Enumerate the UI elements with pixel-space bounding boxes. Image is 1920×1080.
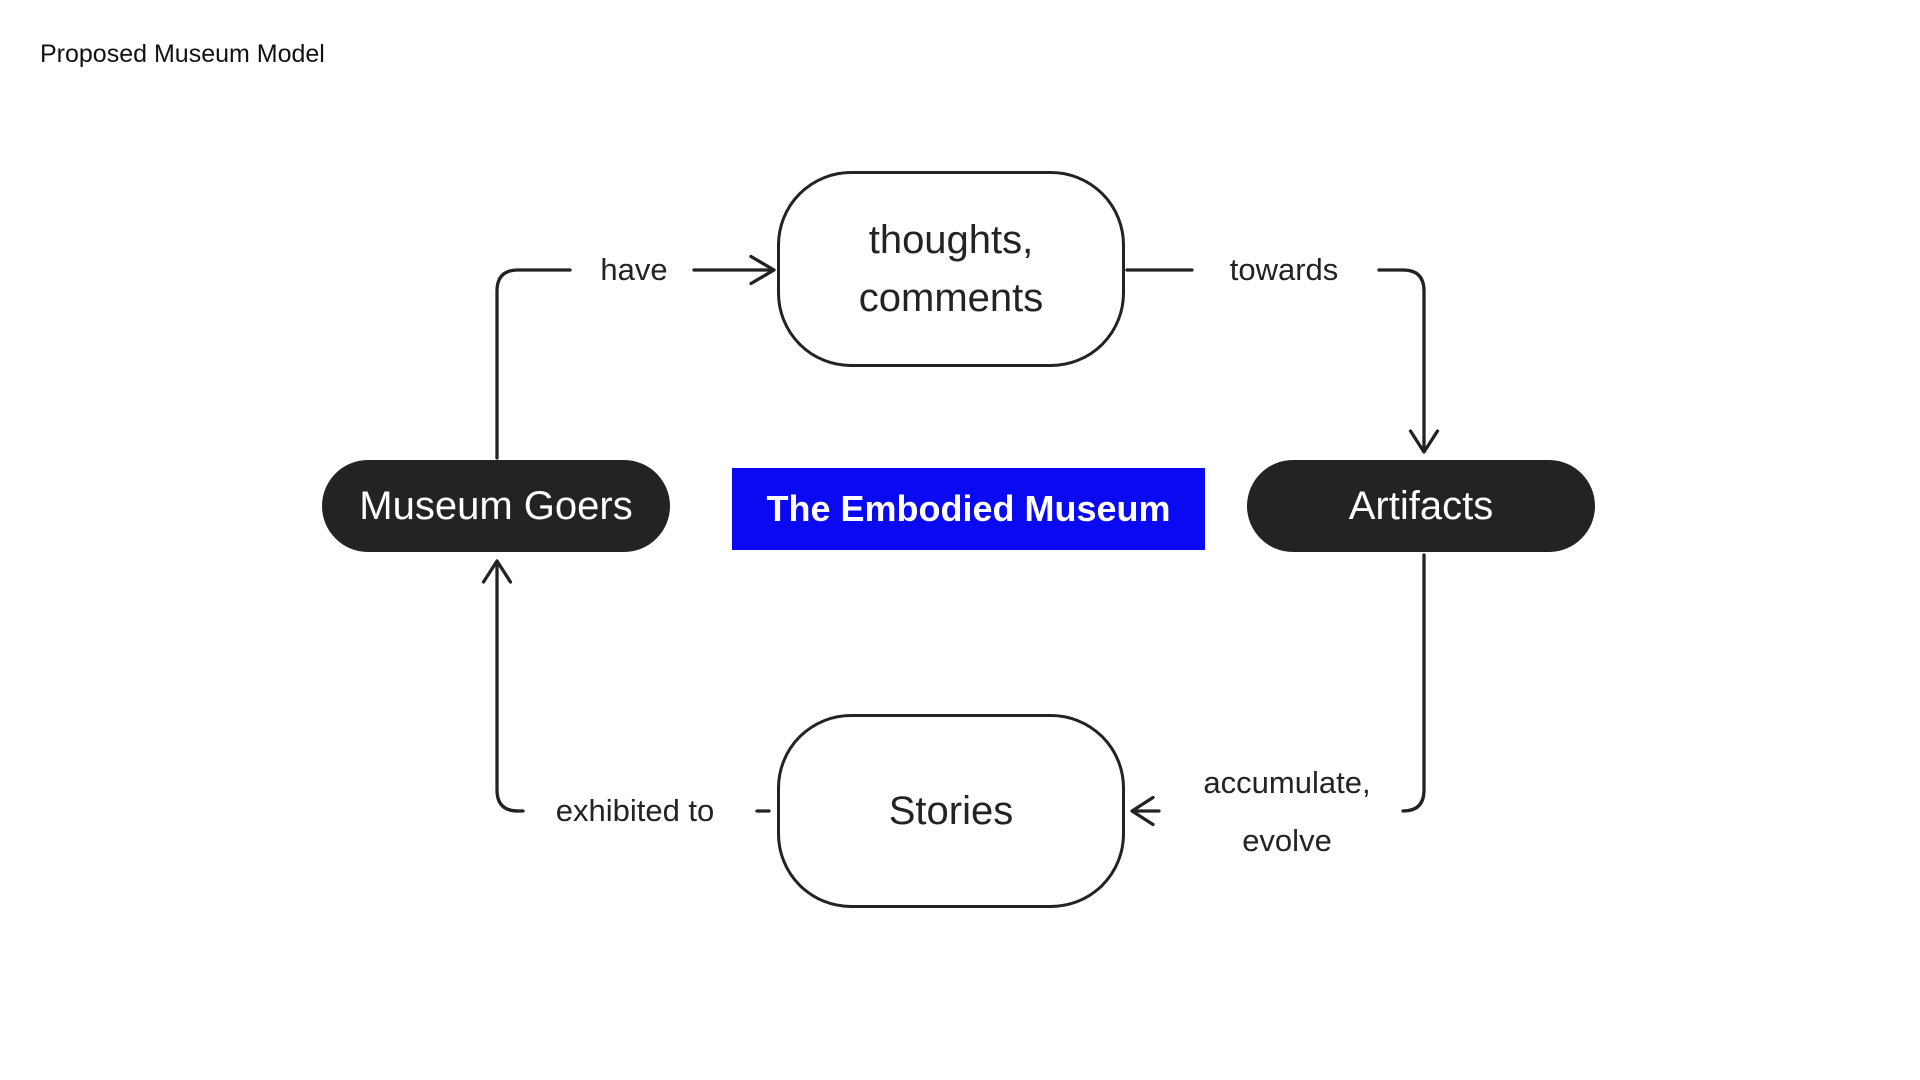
node-thoughts-comments-line1: thoughts, <box>868 218 1034 262</box>
node-stories-label: Stories <box>888 789 1014 833</box>
node-artifacts-label: Artifacts <box>1348 483 1494 528</box>
edge-label-have: have <box>600 252 668 287</box>
page-title: Proposed Museum Model <box>40 40 325 68</box>
node-thoughts-comments-line2: comments <box>858 276 1044 320</box>
center-highlight-label: The Embodied Museum <box>766 488 1171 529</box>
edge-stories-to-museumgoers-stem <box>495 564 525 813</box>
edge-label-accumulate-evolve: accumulate, evolve <box>1203 754 1370 870</box>
node-stories: Stories <box>777 714 1125 908</box>
arrowhead-up-icon <box>481 559 513 584</box>
edge-artifacts-to-stories-stem <box>1401 553 1426 813</box>
center-highlight-banner: The Embodied Museum <box>732 468 1205 550</box>
edge-label-towards: towards <box>1229 252 1339 287</box>
edge-thoughts-to-artifacts-stem <box>1377 268 1426 450</box>
node-artifacts: Artifacts <box>1247 460 1595 552</box>
arrowhead-left-icon <box>1130 795 1155 827</box>
arrowhead-down-icon <box>1408 429 1440 454</box>
node-museum-goers-label: Museum Goers <box>359 483 633 528</box>
node-thoughts-comments: thoughts, comments <box>777 171 1125 367</box>
node-museum-goers: Museum Goers <box>322 460 670 552</box>
edge-label-exhibited-to: exhibited to <box>555 793 715 828</box>
arrowhead-right-icon <box>749 254 776 286</box>
edge-label-accumulate-line1: accumulate, <box>1203 765 1371 800</box>
edge-label-accumulate-line2: evolve <box>1242 823 1332 858</box>
edge-museumgoers-to-thoughts-stem <box>495 268 572 460</box>
